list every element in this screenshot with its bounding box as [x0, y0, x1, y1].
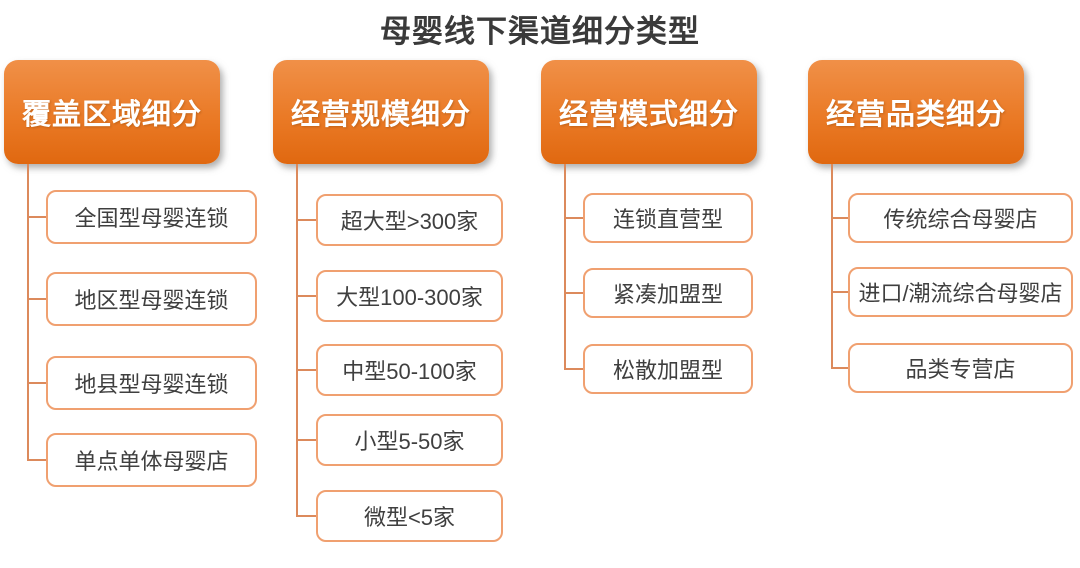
connector-branch-line: [27, 459, 46, 461]
connector-branch-line: [296, 219, 316, 221]
leaf-node: 连锁直营型: [583, 193, 753, 243]
leaf-node: 传统综合母婴店: [848, 193, 1073, 243]
leaf-node: 地县型母婴连锁: [46, 356, 257, 410]
leaf-node: 大型100-300家: [316, 270, 503, 322]
connector-branch-line: [27, 216, 46, 218]
connector-vertical-line: [564, 164, 566, 370]
header-node-coverage-area: 覆盖区域细分: [4, 60, 220, 164]
leaf-node: 全国型母婴连锁: [46, 190, 257, 244]
header-node-product-category: 经营品类细分: [808, 60, 1024, 164]
leaf-node: 单点单体母婴店: [46, 433, 257, 487]
connector-branch-line: [296, 295, 316, 297]
connector-branch-line: [564, 292, 583, 294]
connector-branch-line: [27, 298, 46, 300]
leaf-node: 微型<5家: [316, 490, 503, 542]
connector-branch-line: [564, 217, 583, 219]
leaf-node: 地区型母婴连锁: [46, 272, 257, 326]
connector-branch-line: [564, 368, 583, 370]
leaf-node: 小型5-50家: [316, 414, 503, 466]
connector-branch-line: [296, 369, 316, 371]
leaf-node: 品类专营店: [848, 343, 1073, 393]
connector-branch-line: [27, 382, 46, 384]
leaf-node: 松散加盟型: [583, 344, 753, 394]
leaf-node: 进口/潮流综合母婴店: [848, 267, 1073, 317]
connector-branch-line: [296, 439, 316, 441]
leaf-node: 超大型>300家: [316, 194, 503, 246]
header-node-business-scale: 经营规模细分: [273, 60, 489, 164]
page-title: 母婴线下渠道细分类型: [380, 14, 700, 49]
connector-vertical-line: [27, 164, 29, 461]
connector-vertical-line: [831, 164, 833, 369]
connector-branch-line: [831, 367, 848, 369]
connector-vertical-line: [296, 164, 298, 517]
connector-branch-line: [831, 291, 848, 293]
connector-branch-line: [296, 515, 316, 517]
leaf-node: 紧凑加盟型: [583, 268, 753, 318]
leaf-node: 中型50-100家: [316, 344, 503, 396]
connector-branch-line: [831, 217, 848, 219]
header-node-business-model: 经营模式细分: [541, 60, 757, 164]
